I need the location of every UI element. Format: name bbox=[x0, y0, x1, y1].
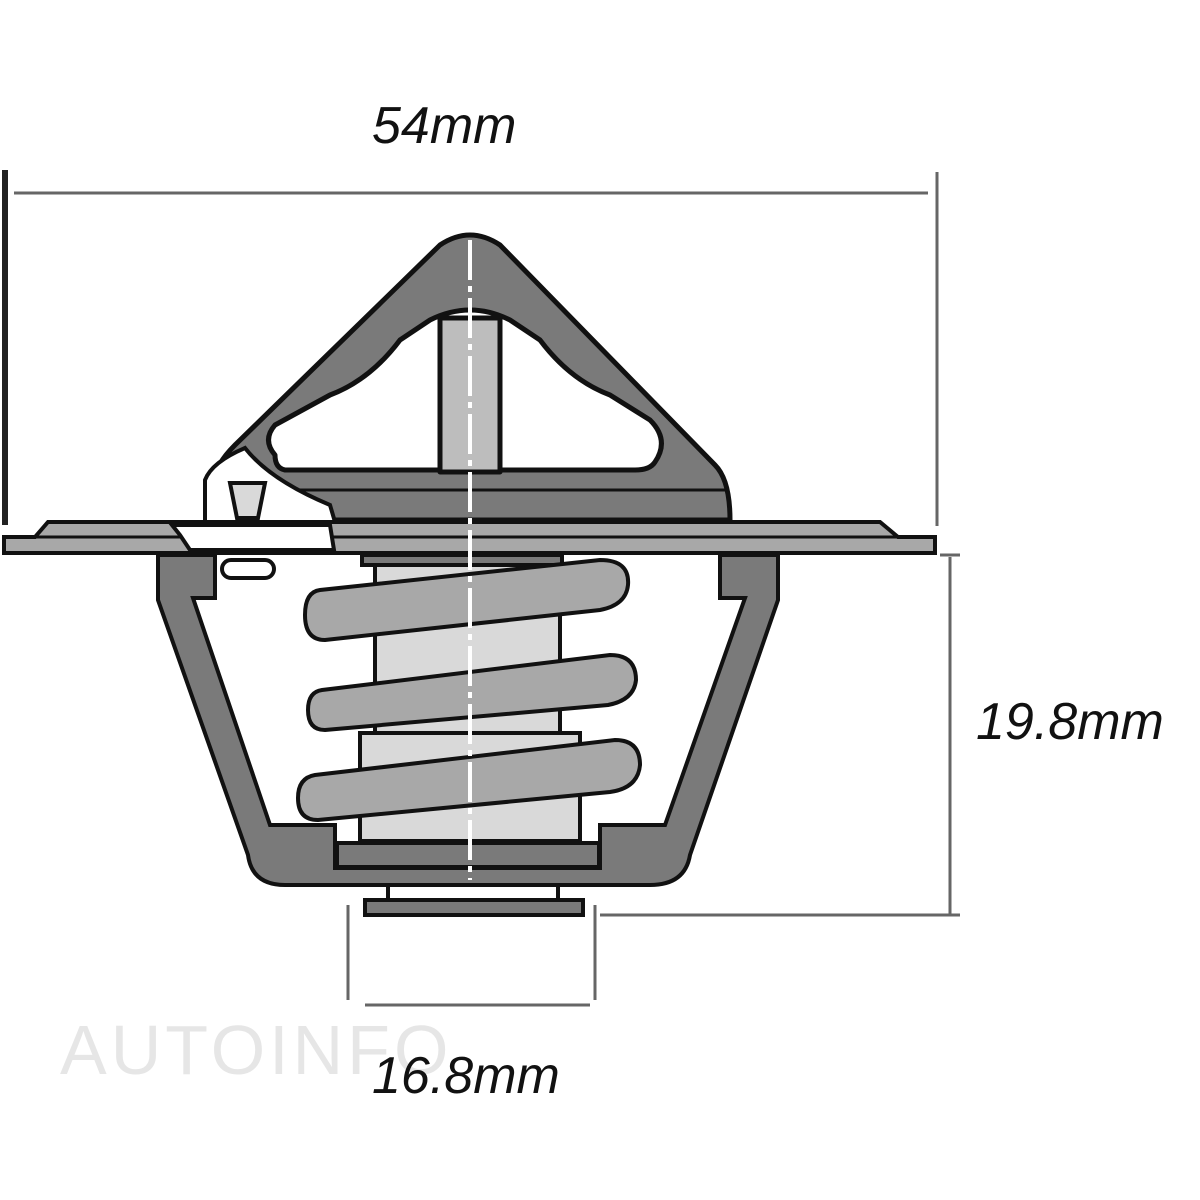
dimension-lines bbox=[2, 170, 960, 1007]
bridge-frame bbox=[212, 232, 733, 523]
watermark-logo: AUTOINFO bbox=[60, 1011, 453, 1089]
jiggle-valve bbox=[203, 445, 338, 580]
valve-base bbox=[363, 883, 585, 917]
body-height-label: 19.8mm bbox=[976, 693, 1164, 751]
flange-diameter-label: 54mm bbox=[372, 97, 517, 155]
valve-diameter-label: 16.8mm bbox=[372, 1047, 560, 1105]
